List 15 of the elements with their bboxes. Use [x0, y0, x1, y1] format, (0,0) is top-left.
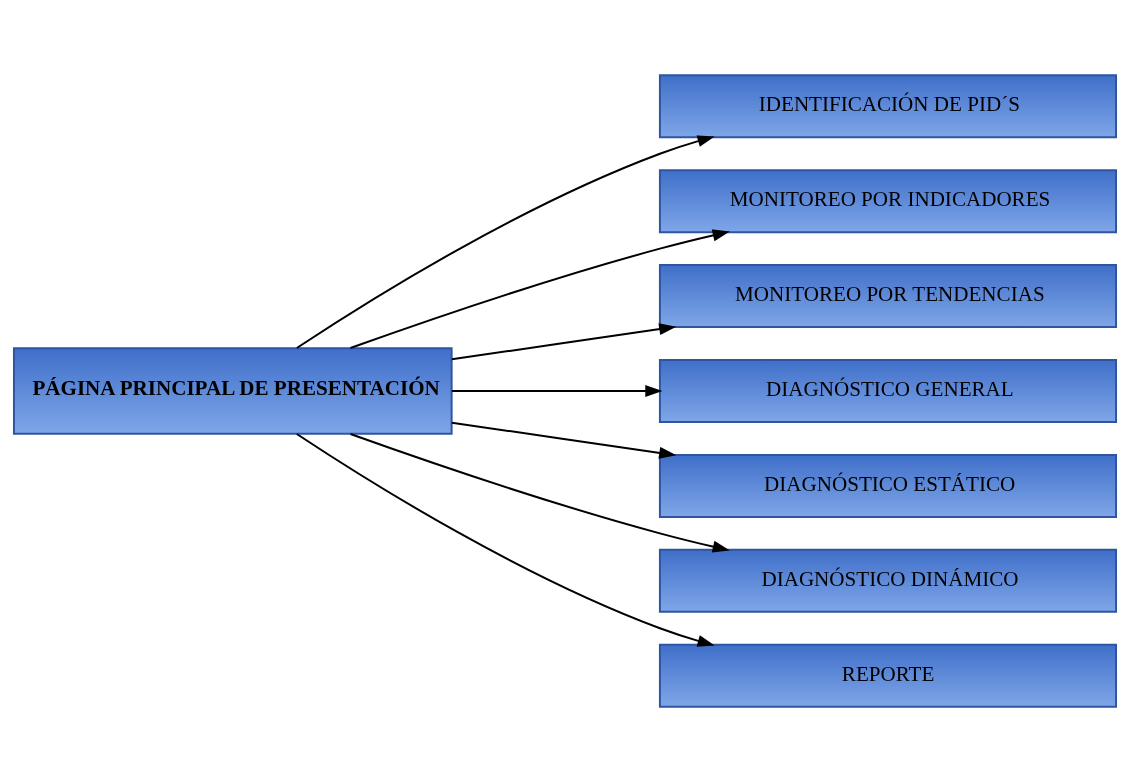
arrow	[450, 385, 663, 397]
node-box: PÁGINA PRINCIPAL DE PRESENTACIÓN	[12, 347, 453, 435]
node-box: MONITOREO POR INDICADORES	[658, 169, 1118, 234]
arrow	[295, 135, 715, 350]
arrow	[349, 433, 730, 553]
arrow	[349, 229, 730, 349]
node-box: DIAGNÓSTICO GENERAL	[658, 359, 1118, 423]
arrow	[295, 432, 715, 647]
node-box: MONITOREO POR TENDENCIAS	[658, 264, 1118, 329]
arrow	[450, 323, 677, 361]
node-box: REPORTE	[658, 643, 1118, 708]
arrow	[450, 421, 677, 459]
node-box: IDENTIFICACIÓN DE PID´S	[658, 74, 1118, 139]
node-box: DIAGNÓSTICO ESTÁTICO	[658, 453, 1118, 518]
node-box: DIAGNÓSTICO DINÁMICO	[658, 548, 1118, 613]
